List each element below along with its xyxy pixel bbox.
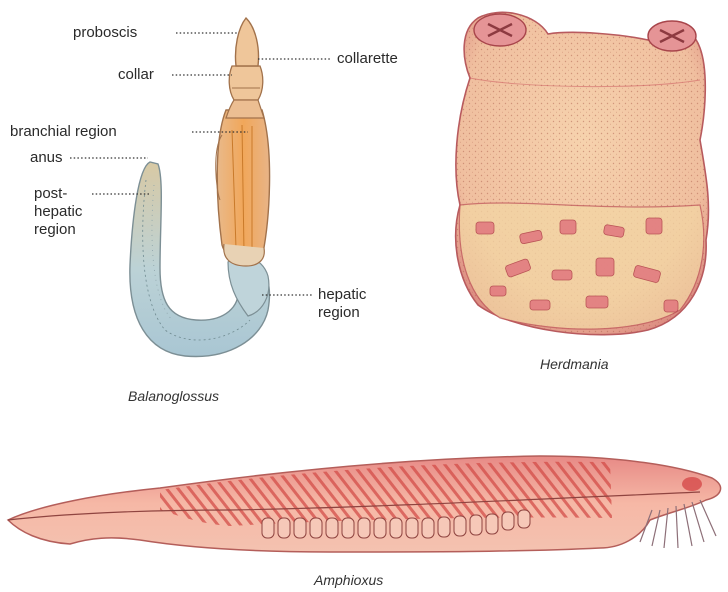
label-post-hepatic-line2: hepatic — [34, 203, 82, 221]
caption-amphioxus: Amphioxus — [314, 572, 383, 588]
amphioxus-illustration — [8, 456, 721, 552]
label-proboscis: proboscis — [73, 24, 137, 42]
balanoglossus-proboscis — [235, 18, 258, 66]
label-post-hepatic-line1: post- — [34, 185, 82, 203]
label-hepatic-region: hepatic region — [318, 286, 366, 322]
balanoglossus-collar — [229, 66, 263, 100]
herdmania-illustration — [456, 12, 709, 334]
label-anus: anus — [30, 149, 63, 167]
label-post-hepatic-region: post- hepatic region — [34, 185, 82, 239]
amphioxus-myotomes — [160, 462, 612, 526]
caption-herdmania: Herdmania — [540, 356, 608, 372]
label-hepatic-line1: hepatic — [318, 286, 366, 304]
label-collar: collar — [118, 66, 154, 84]
label-collarette: collarette — [337, 50, 398, 68]
label-hepatic-line2: region — [318, 304, 366, 322]
leader-lines — [70, 33, 332, 295]
caption-balanoglossus: Balanoglossus — [128, 388, 219, 404]
label-post-hepatic-line3: region — [34, 221, 82, 239]
label-branchial-region: branchial region — [10, 123, 117, 141]
